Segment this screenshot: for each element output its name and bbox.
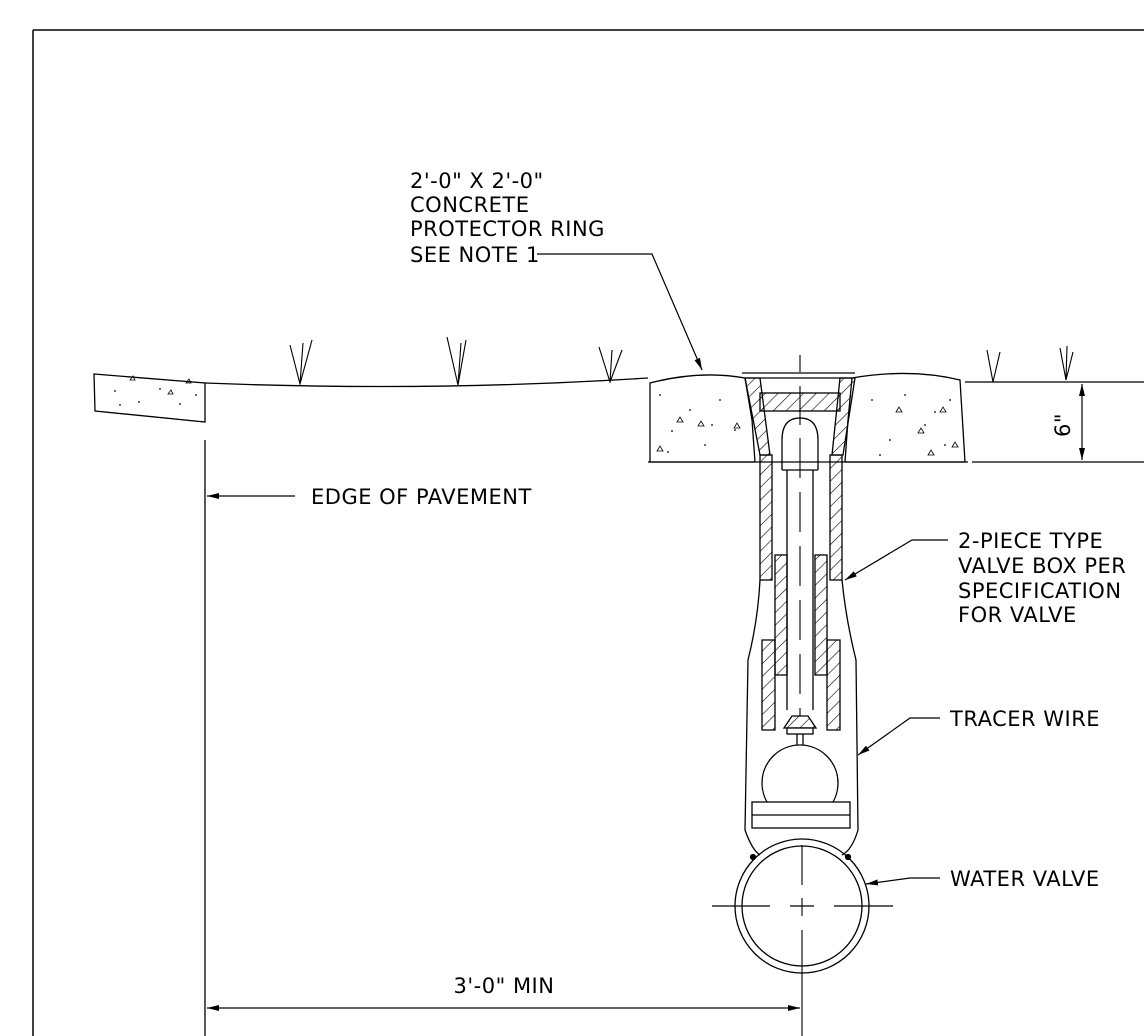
protector-ring-note: 2'-0" X 2'-0" CONCRETE PROTECTOR RING SE… (410, 169, 703, 371)
tracer-wire-label: TRACER WIRE (949, 707, 1100, 731)
ring-depth-label: 6" (1051, 413, 1075, 437)
ring-depth-dimension (972, 384, 1144, 463)
valve-box-line-3: SPECIFICATION (958, 579, 1122, 603)
concrete-protector-ring (648, 372, 968, 463)
protector-ring-line-1: 2'-0" X 2'-0" (410, 169, 544, 193)
protector-ring-line-3: PROTECTOR RING (410, 217, 605, 241)
center-line (799, 355, 803, 1036)
grass-symbols (289, 336, 1074, 387)
edge-of-pavement-label: EDGE OF PAVEMENT (311, 485, 532, 509)
valve-box (744, 377, 859, 856)
valve-box-line-2: VALVE BOX PER (958, 554, 1126, 578)
min-distance-label: 3'-0" MIN (454, 974, 555, 998)
water-valve-label: WATER VALVE (950, 867, 1100, 891)
water-valve-note: WATER VALVE (865, 867, 1100, 891)
valve-box-line-4: FOR VALVE (958, 603, 1077, 627)
protector-ring-line-4: SEE NOTE 1 (410, 243, 540, 267)
tracer-wire-note: TRACER WIRE (857, 707, 1100, 756)
pavement-slab (93, 373, 206, 423)
valve-box-note: 2-PIECE TYPE VALVE BOX PER SPECIFICATION… (844, 529, 1126, 627)
valve-box-line-1: 2-PIECE TYPE (958, 529, 1103, 553)
protector-ring-line-2: CONCRETE (410, 193, 530, 217)
water-valve (749, 744, 852, 861)
drawing-border (32, 29, 1144, 1036)
ground-surface (204, 377, 1144, 388)
